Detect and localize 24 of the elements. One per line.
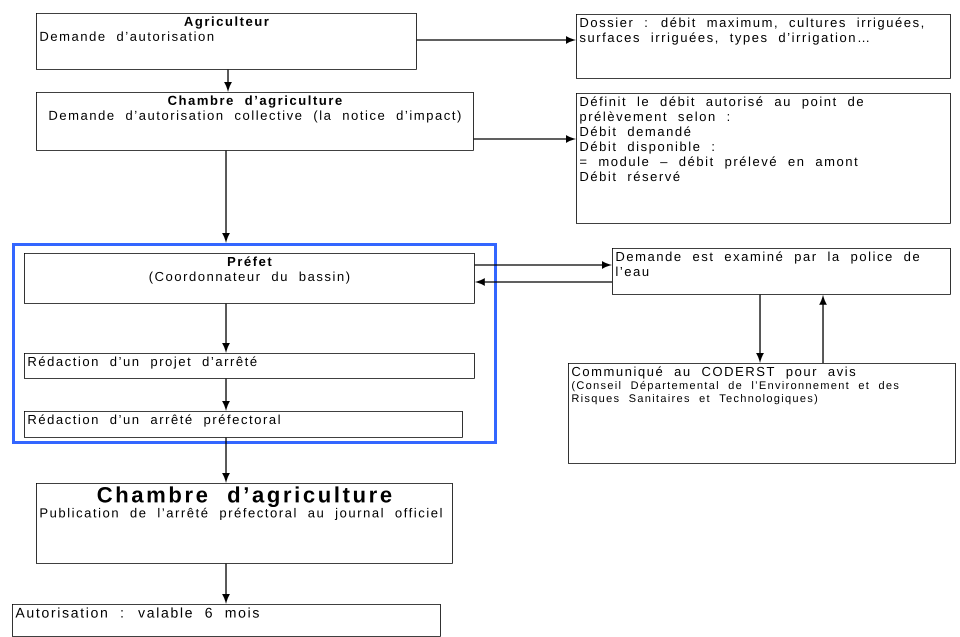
arrow	[224, 70, 232, 90]
arrow	[474, 136, 574, 142]
note-box: Dossier : débit maximum, cultures irriguées, surfaces irriguées, types d’irrigation…	[576, 14, 951, 79]
arrow	[222, 564, 230, 602]
arrow	[474, 262, 610, 268]
note-box: Demande est examiné par la police de l’eau	[612, 248, 951, 295]
arrow	[222, 378, 230, 410]
process-box: Chambre d’agriculture Demande d’autorisation collective (la notice d’impact)	[36, 92, 474, 151]
process-box: Chambre d’agriculture Publication de l’arrêté préfectoral au journal officiel	[36, 483, 453, 564]
arrow	[416, 36, 574, 44]
arrow	[820, 296, 826, 363]
process-box: Autorisation : valable 6 mois	[12, 604, 441, 637]
process-box: Agriculteur Demande d’autorisation	[36, 13, 417, 70]
arrow	[222, 438, 230, 482]
process-box: Rédaction d’un arrêté préfectoral	[24, 411, 463, 438]
process-box: Préfet (Coordonnateur du bassin)	[24, 253, 475, 304]
process-box: Rédaction d’un projet d’arrêté	[24, 353, 475, 379]
arrow	[222, 304, 230, 352]
note-box: Définit le débit autorisé au point de prélèvement selon : Débit demandé Débit disponible : = module – débit prélevé en amont Débit réservé	[576, 93, 951, 224]
note-box: Communiqué au CODERST pour avis (Conseil Départemental de l’Environnement et des Risques Sanitaires et Technologiques)	[568, 363, 956, 464]
arrow	[222, 150, 230, 242]
arrow	[756, 294, 764, 362]
group-frame	[12, 243, 497, 444]
arrow	[476, 278, 612, 286]
